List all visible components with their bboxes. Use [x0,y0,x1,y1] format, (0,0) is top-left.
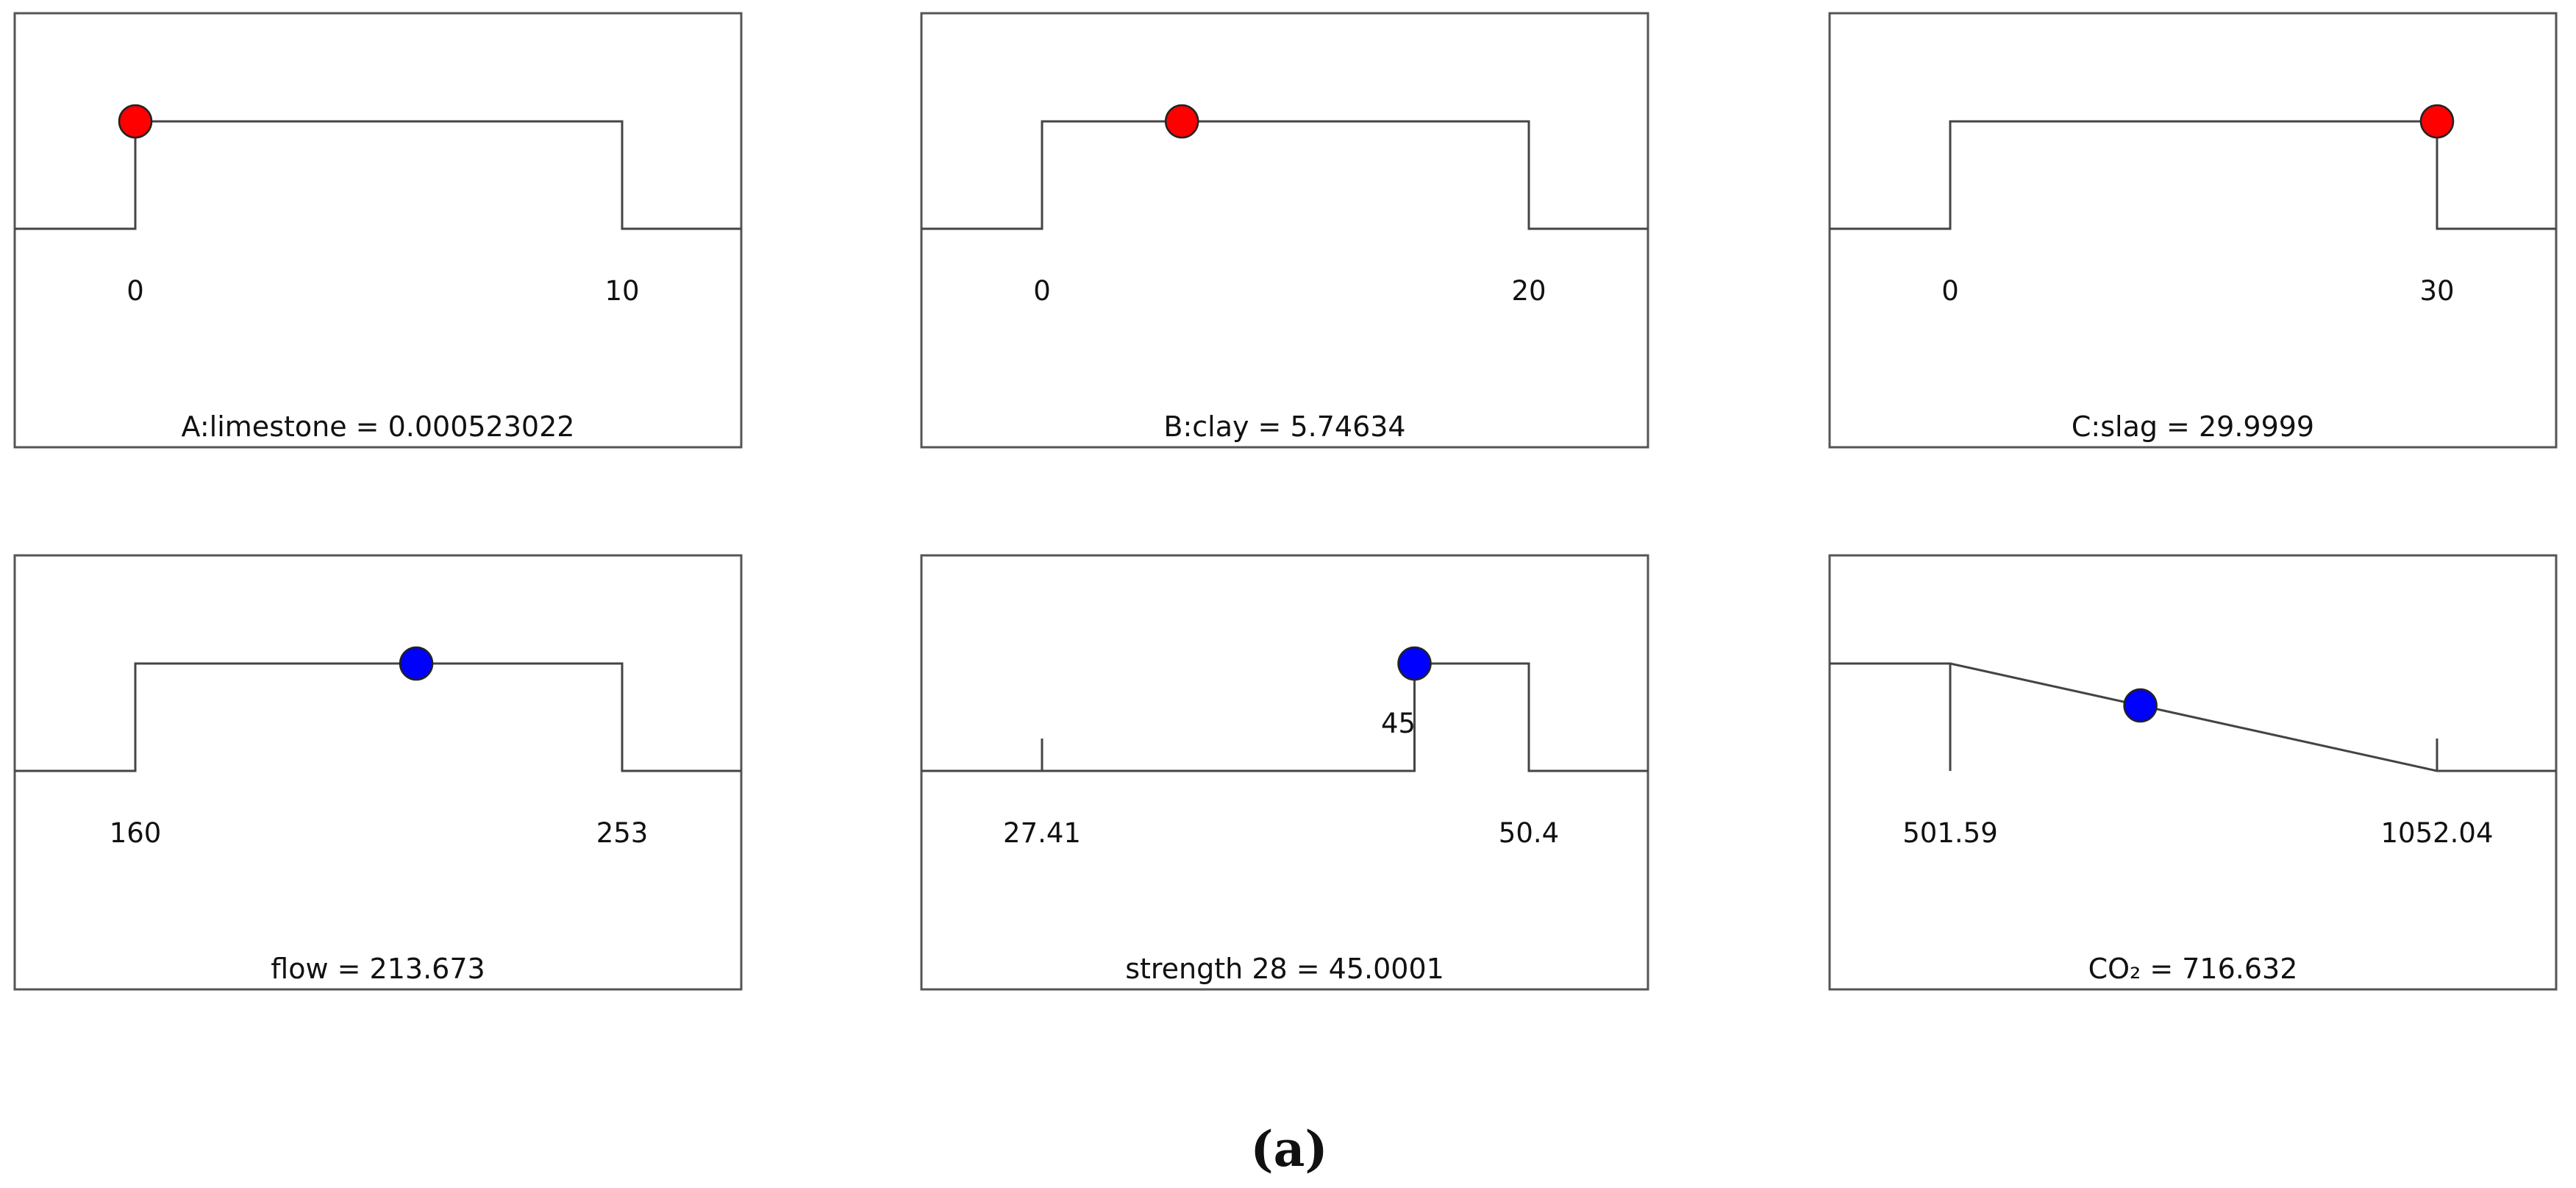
tick-label-min: 27.41 [1003,817,1081,849]
desirability-curve [921,120,1648,230]
tick-label-min: 0 [1941,275,1959,307]
tick-label-max: 50.4 [1499,817,1559,849]
panel-frame [920,554,1649,991]
panel-label: CO₂ = 716.632 [2088,953,2298,985]
desirability-curve [1830,662,2556,772]
panel-frame [1828,554,2558,991]
panel-5: 45 27.41 50.4 strength 28 = 45.0001 [920,554,1649,991]
target-label: 45 [1381,708,1416,739]
desirability-curve [921,662,1648,772]
response-value-point [1397,646,1432,681]
tick-label-max: 1052.04 [2380,817,2493,849]
panel-frame [920,12,1649,449]
tick-label-min: 160 [110,817,162,849]
panel-label: flow = 213.673 [271,953,485,985]
panel-label: B:clay = 5.74634 [1163,410,1405,443]
panel-label: strength 28 = 45.0001 [1125,953,1444,985]
factor-setting-point [2419,104,2455,139]
tick-label-min: 0 [126,275,144,307]
panel-frame [1828,12,2558,449]
tick-label-max: 30 [2419,275,2454,307]
panel-4: 160 253 flow = 213.673 [13,554,743,991]
desirability-curve [15,662,741,772]
factor-setting-point [118,104,153,139]
tick-label-min: 501.59 [1902,817,1997,849]
panel-label: A:limestone = 0.000523022 [182,410,575,443]
panel-3: 0 30C:slag = 29.9999 [1828,12,2558,449]
panel-frame [13,12,743,449]
panel-1: 0 10A:limestone = 0.000523022 [13,12,743,449]
tick-label-min: 0 [1033,275,1051,307]
panel-2: 0 20B:clay = 5.74634 [920,12,1649,449]
desirability-curve [1830,120,2556,230]
tick-label-max: 10 [604,275,639,307]
response-value-point [399,646,434,681]
tick-label-max: 253 [596,817,649,849]
panels: 0 10A:limestone = 0.000523022 0 20B:clay = … [13,12,2558,991]
factor-setting-point [1164,104,1199,139]
tick-label-max: 20 [1511,275,1546,307]
desirability-curve [15,120,741,230]
panel-frame [13,554,743,991]
figure-caption: (a) [1250,1120,1327,1178]
response-value-point [2123,688,2158,723]
panel-label: C:slag = 29.9999 [2072,410,2314,443]
